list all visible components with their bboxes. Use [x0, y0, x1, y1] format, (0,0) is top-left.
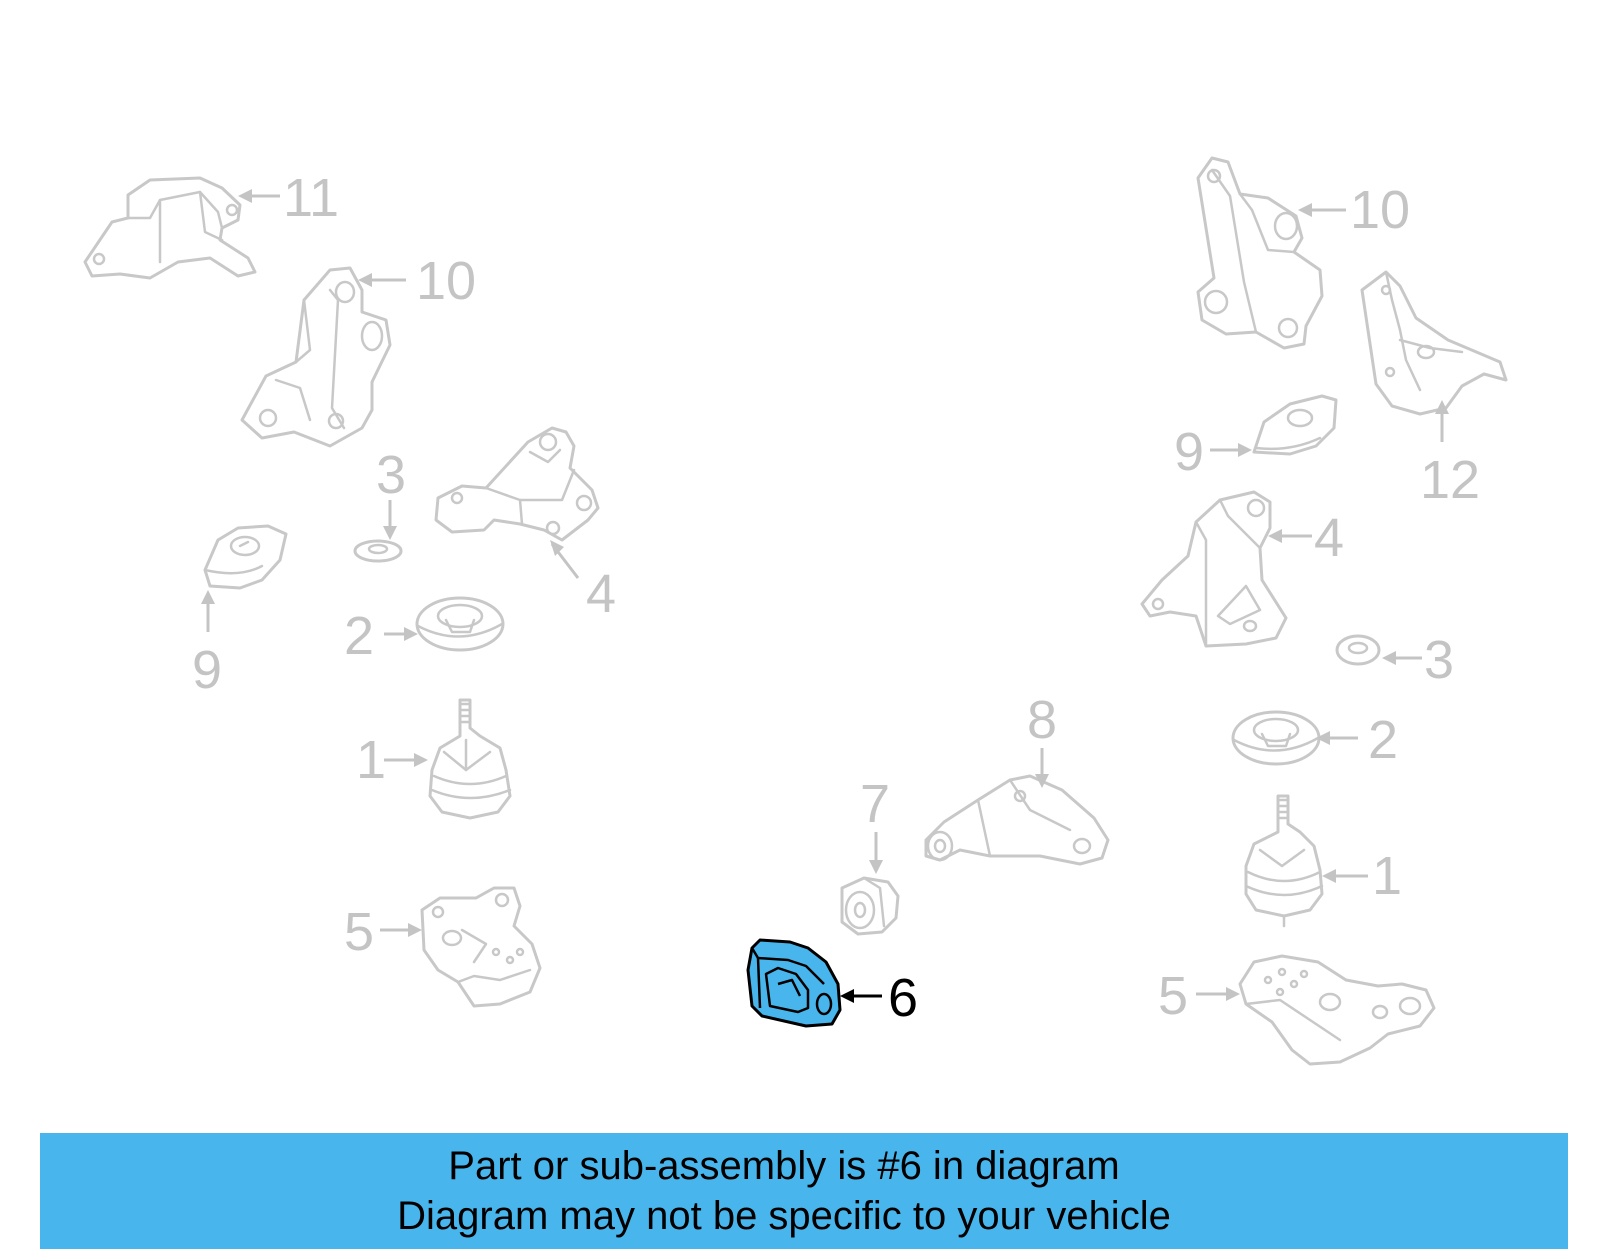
part-6-transmission-mount-highlighted[interactable] — [746, 938, 842, 1028]
svg-text:3: 3 — [1424, 630, 1454, 690]
part-5-right-mount-bracket — [1238, 954, 1436, 1066]
callout-4-right: 4 — [1268, 508, 1344, 568]
svg-text:10: 10 — [416, 251, 476, 311]
svg-text:1: 1 — [356, 730, 386, 790]
svg-text:9: 9 — [1174, 422, 1204, 482]
part-5-left-mount-bracket — [420, 886, 542, 1008]
callout-1-left: 1 — [356, 730, 428, 790]
svg-text:9: 9 — [192, 640, 222, 700]
callout-3-right: 3 — [1382, 630, 1454, 690]
part-9-right-mount — [1252, 394, 1338, 456]
svg-text:5: 5 — [344, 902, 374, 962]
part-9-left-mount — [203, 524, 288, 590]
part-2-left-insulator — [415, 596, 505, 652]
callout-8: 8 — [1027, 690, 1057, 788]
part-4-left-bracket — [434, 426, 600, 542]
callout-2-right: 2 — [1316, 710, 1398, 770]
callout-7: 7 — [860, 774, 890, 874]
part-8-bracket — [924, 774, 1110, 866]
callout-5-right: 5 — [1158, 966, 1240, 1026]
info-banner: Part or sub-assembly is #6 in diagram Di… — [40, 1133, 1568, 1249]
callout-9-left: 9 — [192, 590, 222, 700]
svg-text:10: 10 — [1350, 180, 1410, 240]
banner-line-part-number: Part or sub-assembly is #6 in diagram — [448, 1144, 1120, 1188]
svg-text:1: 1 — [1372, 846, 1402, 906]
part-11-bracket — [83, 176, 257, 280]
part-4-right-bracket — [1140, 490, 1288, 648]
svg-text:3: 3 — [376, 445, 406, 505]
part-2-right-insulator — [1231, 710, 1321, 766]
callout-12: 12 — [1420, 400, 1480, 510]
svg-text:7: 7 — [860, 774, 890, 834]
svg-text:12: 12 — [1420, 450, 1480, 510]
banner-line-disclaimer: Diagram may not be specific to your vehi… — [397, 1194, 1171, 1238]
callout-9-right: 9 — [1174, 422, 1252, 482]
part-3-left-washer — [353, 539, 403, 563]
part-1-left-engine-mount — [428, 698, 512, 820]
callout-11: 11 — [238, 168, 339, 228]
callout-4-left: 4 — [550, 540, 616, 624]
svg-text:11: 11 — [283, 168, 339, 228]
callout-1-right: 1 — [1322, 846, 1402, 906]
callout-10-right: 10 — [1298, 180, 1410, 240]
part-7-bushing — [840, 876, 900, 936]
svg-text:4: 4 — [1314, 508, 1344, 568]
part-12-heat-shield — [1360, 270, 1508, 416]
svg-text:4: 4 — [586, 564, 616, 624]
svg-text:2: 2 — [344, 606, 374, 666]
svg-text:2: 2 — [1368, 710, 1398, 770]
callout-3-left: 3 — [376, 445, 406, 540]
svg-text:8: 8 — [1027, 690, 1057, 750]
svg-text:6: 6 — [888, 968, 918, 1028]
part-10-left-bracket — [240, 266, 392, 448]
callout-5-left: 5 — [344, 902, 422, 962]
part-3-right-washer — [1335, 634, 1381, 666]
part-10-right-bracket — [1196, 156, 1324, 350]
callout-6-highlighted: 6 — [840, 968, 918, 1028]
parts-diagram: 11 10 3 4 — [83, 156, 1508, 1066]
svg-text:5: 5 — [1158, 966, 1188, 1026]
callout-10-left: 10 — [358, 251, 476, 311]
callout-2-left: 2 — [344, 606, 418, 666]
part-1-right-engine-mount — [1244, 794, 1324, 928]
